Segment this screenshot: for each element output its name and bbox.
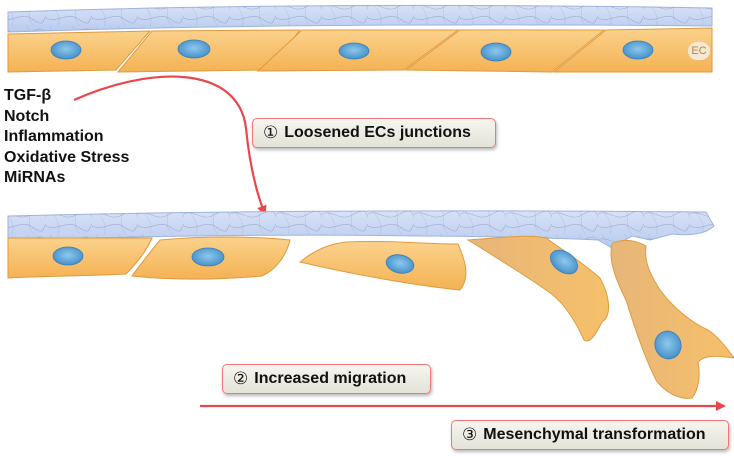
stimulus-item: MiRNAs — [4, 169, 66, 186]
step-number: ③ — [462, 425, 478, 445]
stimulus-item: Oxidative Stress — [4, 148, 130, 166]
basement-membrane-bottom-fibers — [8, 210, 714, 248]
migrating-cell — [466, 235, 609, 342]
endothelial-cell-label: EC — [688, 42, 710, 60]
nucleus — [191, 247, 225, 267]
nucleus — [50, 40, 82, 60]
stimulus-arrow — [73, 75, 267, 216]
step-label: Loosened ECs junctions — [284, 124, 471, 141]
basement-membrane-top-fibers — [8, 5, 712, 32]
step-label: Increased migration — [254, 370, 407, 387]
stimulus-item: TGF-β — [4, 87, 52, 104]
nucleus — [177, 39, 211, 59]
transitioning-cell — [298, 240, 467, 291]
step-mesenchymal-transformation: ③ Mesenchymal transformation — [451, 420, 729, 450]
stimuli-list: TGF-β Notch Inflammation Oxidative Stres… — [4, 86, 129, 189]
nucleus — [52, 246, 84, 266]
nucleus — [622, 40, 654, 60]
step-loosened-junctions: ① Loosened ECs junctions — [252, 118, 496, 148]
stimulus-item: Notch — [4, 107, 50, 125]
nucleus — [550, 249, 578, 275]
nucleus — [385, 254, 415, 274]
nucleus — [654, 330, 682, 360]
step-label: Mesenchymal transformation — [483, 426, 706, 443]
step-number: ① — [263, 123, 279, 143]
step-number: ② — [233, 369, 249, 389]
nucleus — [338, 42, 370, 60]
nucleus — [480, 42, 512, 62]
mesenchymal-cell — [610, 239, 734, 399]
step-increased-migration: ② Increased migration — [222, 364, 431, 394]
stimulus-item: Inflammation — [4, 128, 104, 145]
